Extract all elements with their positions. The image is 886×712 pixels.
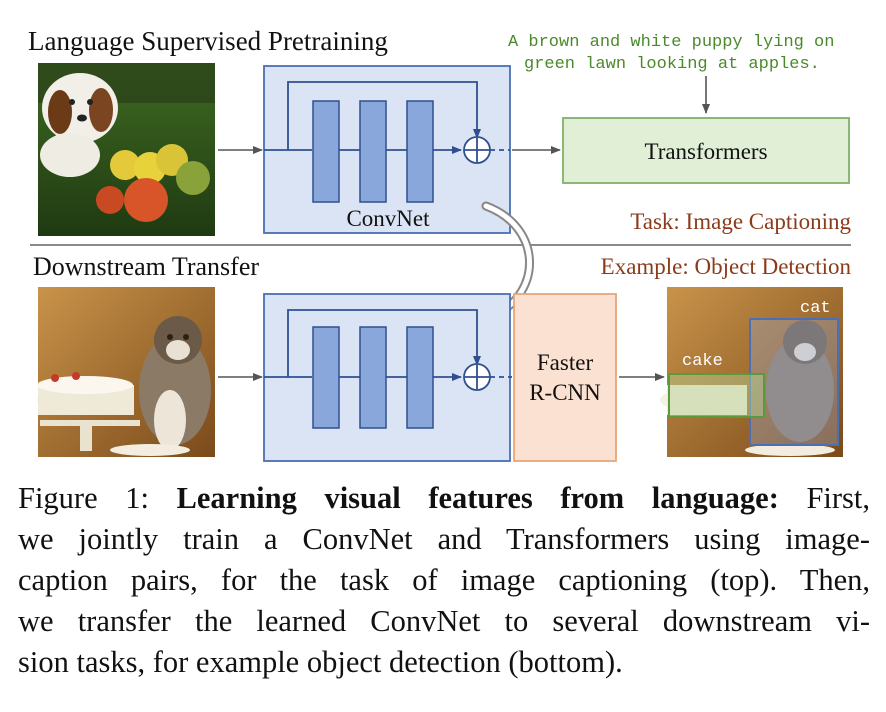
- figure-diagram: Language Supervised Pretraining: [28, 26, 852, 462]
- conv-layer: [312, 326, 340, 429]
- caption-line: sion tasks, for example object detection…: [18, 645, 623, 679]
- cake-detection-label: cake: [682, 352, 723, 371]
- transformers-block: Transformers: [562, 117, 850, 184]
- top-section-title: Language Supervised Pretraining: [28, 26, 388, 56]
- rcnn-label-line2: R-CNN: [529, 380, 601, 405]
- cat-detection-label: cat: [800, 299, 831, 318]
- faster-rcnn-block: Faster R-CNN: [513, 293, 617, 462]
- conv-layer: [312, 100, 340, 203]
- residual-sum-icon: [463, 363, 491, 391]
- convnet-block-bottom: [263, 293, 512, 462]
- convnet-block-top: ConvNet: [263, 65, 511, 234]
- figure-caption-bold: Learning visual features from language:: [176, 481, 779, 515]
- conv-layer: [406, 326, 434, 429]
- bottom-section-title: Downstream Transfer: [33, 252, 259, 281]
- caption-text-line1: A brown and white puppy lying on: [508, 33, 834, 52]
- transformers-label: Transformers: [644, 139, 767, 164]
- caption-line: we transfer the learned ConvNet to sever…: [18, 604, 870, 638]
- caption-line: caption pairs, for the task of image cap…: [18, 563, 870, 597]
- detection-output-photo: cat cake: [660, 287, 843, 457]
- caption-line: we jointly train a ConvNet and Transform…: [18, 522, 870, 556]
- rcnn-label-line1: Faster: [537, 350, 594, 375]
- cake-bounding-box: [668, 373, 765, 418]
- figure-label: Figure 1:: [18, 481, 149, 515]
- conv-layer: [406, 100, 434, 203]
- caption-line: First,: [806, 481, 871, 515]
- conv-layer: [359, 326, 387, 429]
- cat-cake-photo: [37, 287, 215, 457]
- conv-layer: [359, 100, 387, 203]
- task-label: Task: Image Captioning: [630, 209, 851, 234]
- caption-text-line2: green lawn looking at apples.: [524, 55, 820, 74]
- figure-caption: Figure 1: Learning visual features from …: [18, 478, 870, 683]
- residual-sum-icon: [463, 136, 491, 164]
- convnet-label-top: ConvNet: [346, 206, 430, 231]
- puppy-photo: [38, 63, 215, 236]
- example-label: Example: Object Detection: [601, 254, 852, 279]
